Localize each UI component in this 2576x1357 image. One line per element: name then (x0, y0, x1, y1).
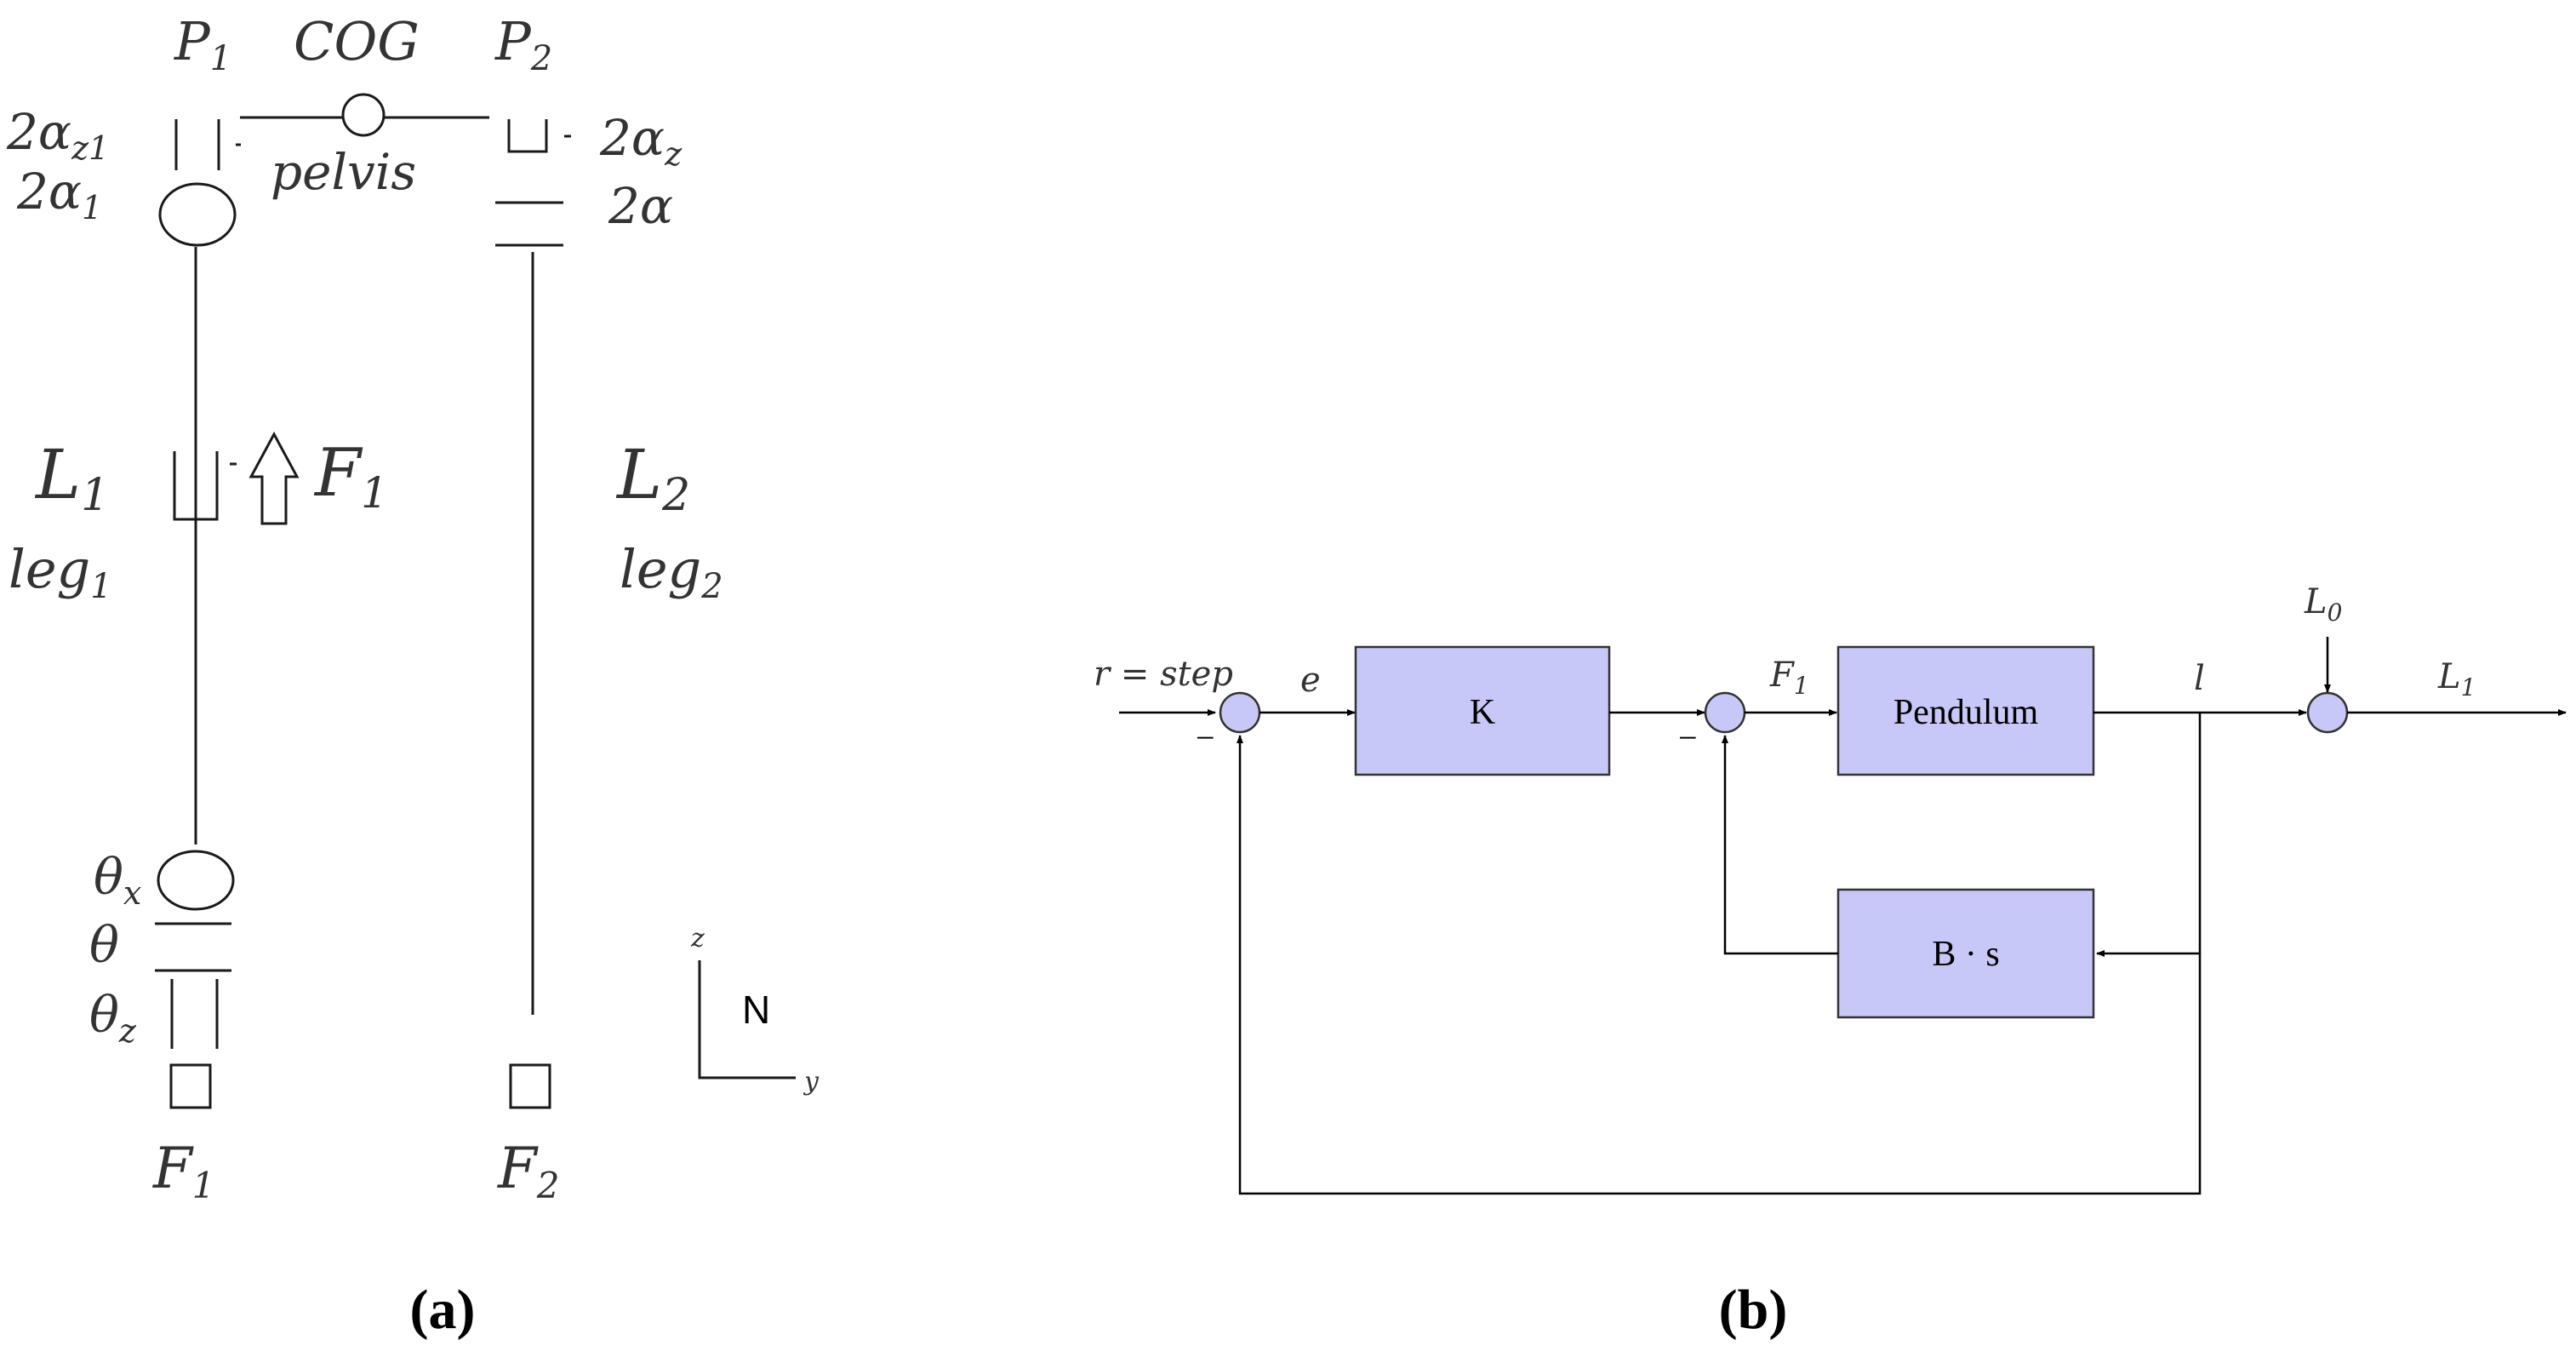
label-theta-x: θx (94, 848, 141, 912)
block-bs (1836, 888, 2095, 1019)
label-f1: F1 (1769, 656, 1809, 700)
label-cog: COG (294, 10, 420, 72)
block-pendulum (1836, 645, 2095, 776)
label-leg1: leg1 (9, 538, 112, 606)
panel-a: P1 COG P2 2αz1 2α1 pelvis 2αz 2α F1 L1 l… (6, 10, 820, 1341)
label-block-pendulum: Pendulum (1893, 693, 2039, 732)
foot1-box (169, 1063, 212, 1109)
caption-a: (a) (410, 1279, 476, 1341)
label-foot2: F2 (497, 1136, 560, 1206)
hip2-prismatic (507, 119, 548, 153)
label-force-f1: F1 (313, 435, 388, 518)
inner-feedback-return (1722, 735, 1838, 955)
force-arrow-icon (248, 431, 300, 525)
hip1-revolute (158, 182, 237, 247)
summing-junction-1 (1219, 691, 1261, 734)
label-leg2: leg2 (620, 538, 723, 606)
label-l2: L2 (615, 435, 690, 521)
ankle-revolute (157, 850, 235, 911)
axis-y-label: y (803, 1067, 820, 1096)
minus-sign-1: − (1196, 719, 1215, 757)
leg1-prismatic (173, 451, 219, 521)
foot2-box (509, 1063, 551, 1109)
label-theta-z: θz (89, 986, 137, 1050)
label-block-k: K (1470, 693, 1495, 732)
coordinate-axes (698, 960, 796, 1079)
label-l1: L1 (34, 435, 109, 521)
panel-b: r = step − e K − F1 Pendulum l L0 L1 B · (1094, 582, 2567, 1341)
label-l: l (2194, 659, 2205, 698)
label-p2: P2 (494, 10, 552, 78)
label-error: e (1300, 661, 1321, 700)
label-alpha-z1: 2αz1 (6, 103, 109, 167)
outer-feedback-path (1237, 735, 2202, 1195)
label-theta: θ (89, 916, 119, 974)
label-l1: L1 (2437, 657, 2476, 701)
label-block-bs: B · s (1932, 935, 1999, 974)
label-input: r = step (1094, 655, 1233, 694)
label-alpha-z: 2αz (599, 109, 683, 173)
caption-b: (b) (1719, 1279, 1788, 1341)
label-alpha-1: 2α1 (16, 163, 102, 226)
summing-junction-3 (2306, 691, 2349, 734)
block-k (1354, 645, 1611, 776)
summing-junction-2 (1704, 691, 1746, 734)
axis-z-label: z (690, 924, 705, 953)
inner-feedback-path (2096, 713, 2202, 957)
axis-n-label: N (742, 988, 770, 1032)
label-pelvis: pelvis (271, 143, 416, 201)
cog-joint (341, 93, 386, 137)
label-p1: P1 (174, 10, 231, 78)
label-alpha: 2α (608, 177, 673, 235)
label-foot1: F1 (152, 1136, 215, 1206)
label-l0: L0 (2304, 582, 2342, 627)
minus-sign-2: − (1678, 719, 1698, 757)
